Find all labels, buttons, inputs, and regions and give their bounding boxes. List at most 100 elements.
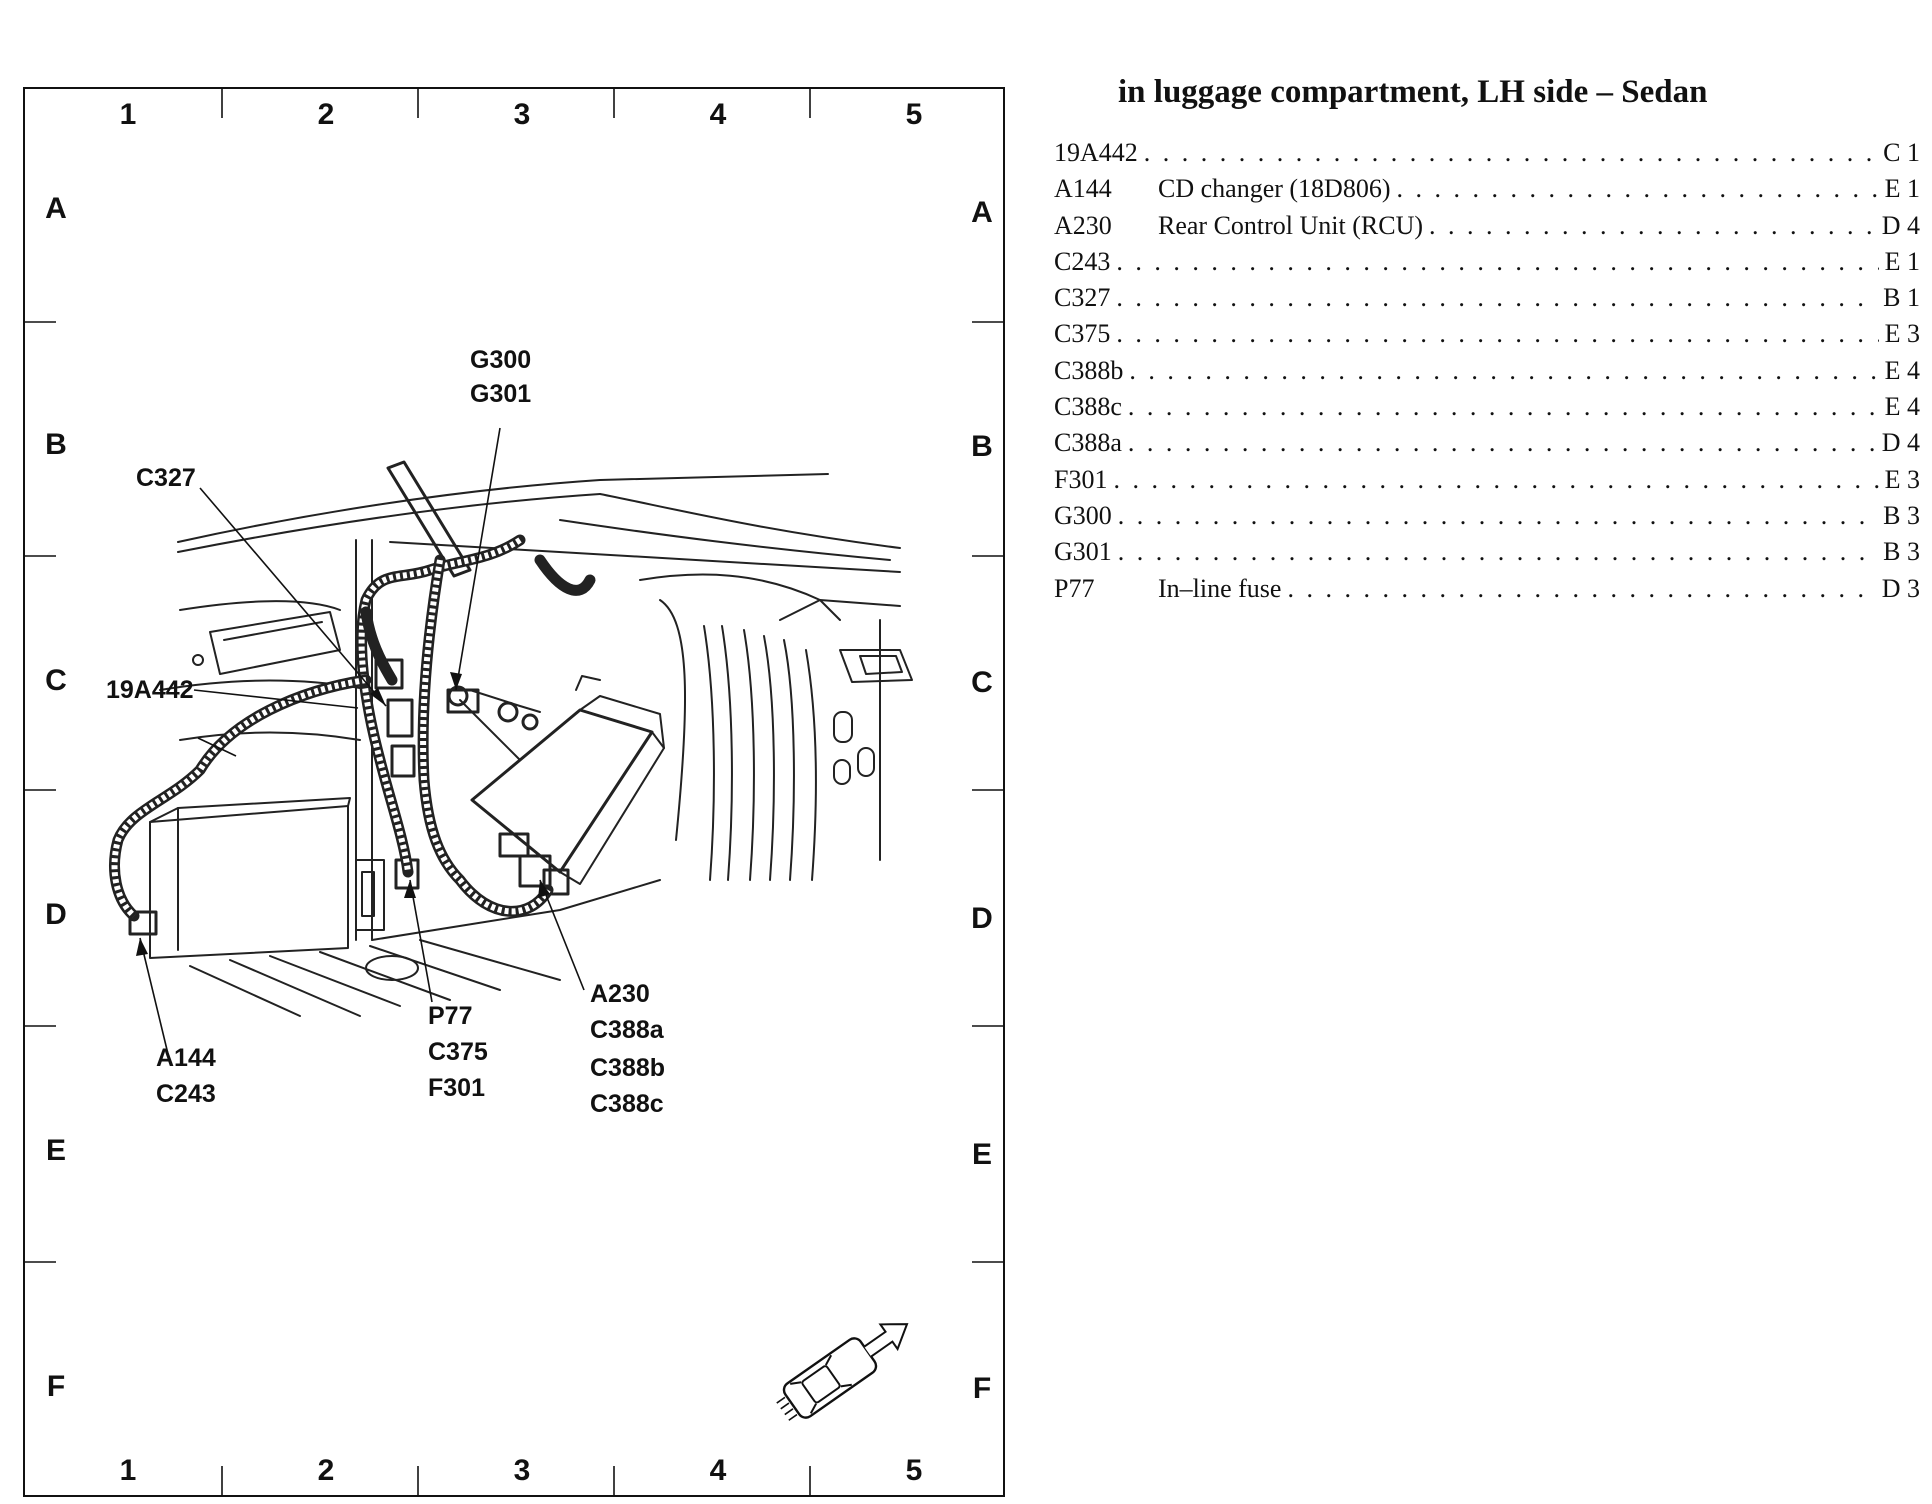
callout-p77: P77 (428, 1002, 472, 1030)
dot-leader (1116, 247, 1878, 277)
column-number-top: 4 (710, 98, 727, 131)
index-grid-location: E 4 (1884, 392, 1920, 422)
column-number-bottom: 1 (120, 1454, 137, 1487)
row-letter-left: A (45, 192, 67, 225)
callout-a230: A230 (590, 980, 650, 1008)
dot-leader (1116, 319, 1878, 349)
index-grid-location: D 4 (1881, 210, 1920, 240)
dot-leader (1129, 356, 1878, 386)
index-row: C375 E 3 (1054, 319, 1920, 355)
index-code: C375 (1054, 319, 1111, 349)
dot-leader (1128, 392, 1879, 422)
leader-arrowheads (136, 672, 550, 956)
callout-leaders (139, 427, 585, 1055)
callout-a144: A144 (156, 1044, 216, 1072)
luggage-compartment-illustration (128, 460, 913, 1017)
row-letter-right: B (971, 430, 993, 463)
dot-leader (1116, 283, 1877, 313)
column-number-top: 3 (514, 98, 531, 131)
index-code: C388c (1054, 392, 1122, 422)
row-letter-left: D (45, 898, 67, 931)
column-dividers (221, 88, 811, 1496)
callout-f301: F301 (428, 1074, 485, 1102)
column-number-top: 1 (120, 98, 137, 131)
index-row: G301 B 3 (1054, 537, 1920, 573)
callout-19a442: 19A442 (106, 676, 194, 704)
index-row: C388b E 4 (1054, 356, 1920, 392)
callout-c375: C375 (428, 1038, 488, 1066)
row-letter-right: F (973, 1372, 991, 1405)
index-row: A230 Rear Control Unit (RCU) D 4 (1054, 211, 1920, 247)
index-code: 19A442 (1054, 138, 1138, 167)
index-grid-location: B 3 (1883, 537, 1920, 567)
index-code: A144 (1054, 174, 1112, 204)
index-row: G300 B 3 (1054, 501, 1920, 537)
index-list: 19A442 C 1 A144 CD changer (18D806) E 1 A230 R… (1054, 138, 1920, 610)
index-row: P77 In–line fuse D 3 (1054, 574, 1920, 610)
index-description: Rear Control Unit (RCU) (1158, 210, 1424, 240)
index-grid-location: E 3 (1884, 319, 1920, 349)
index-row: C388c E 4 (1054, 392, 1920, 428)
row-letter-right: C (971, 666, 993, 699)
index-row: A144 CD changer (18D806) E 1 (1054, 174, 1920, 210)
column-number-top: 2 (318, 98, 335, 131)
index-row: C327 B 1 (1054, 283, 1920, 319)
row-letter-right: D (971, 902, 993, 935)
index-grid-location: D 3 (1881, 573, 1920, 603)
callout-c327: C327 (136, 464, 196, 492)
index-grid-location: E 3 (1884, 464, 1920, 494)
callout-c388b: C388b (590, 1054, 665, 1082)
column-number-top: 5 (906, 98, 923, 131)
index-code: A230 (1054, 210, 1112, 240)
dot-leader (1287, 574, 1875, 604)
wiring-harness (109, 534, 596, 922)
index-code: G301 (1054, 537, 1112, 567)
column-number-bottom: 4 (710, 1454, 727, 1487)
index-code: C243 (1054, 246, 1111, 276)
index-code: C388a (1054, 428, 1122, 458)
index-code: C388b (1054, 355, 1124, 385)
callout-c388c: C388c (590, 1090, 664, 1118)
index-grid-location: E 1 (1884, 174, 1920, 204)
index-code: C327 (1054, 283, 1111, 313)
index-description: CD changer (18D806) (1158, 174, 1391, 204)
dot-leader (1128, 428, 1876, 458)
dot-leader (1397, 174, 1879, 204)
row-letter-right: A (971, 196, 993, 229)
index-code: P77 (1054, 573, 1095, 603)
index-grid-location: D 4 (1881, 428, 1920, 458)
vehicle-front-arrow-icon (776, 1323, 909, 1421)
index-grid-location: B 3 (1883, 500, 1920, 530)
row-letter-left: F (47, 1370, 65, 1403)
index-title: in luggage compartment, LH side – Sedan (1118, 74, 1708, 110)
column-number-bottom: 2 (318, 1454, 335, 1487)
row-dividers (24, 321, 1004, 1263)
callout-g301: G301 (470, 380, 531, 408)
index-grid-location: E 4 (1884, 355, 1920, 385)
index-description: In–line fuse (1158, 573, 1282, 603)
dot-leader (1118, 501, 1877, 531)
index-row: 19A442 C 1 (1054, 138, 1920, 174)
dot-leader (1113, 465, 1878, 495)
diagram-canvas: 1 2 3 4 5 1 2 3 4 5 A B C D E F A B C D … (23, 87, 1005, 1497)
row-letter-right: E (972, 1138, 992, 1171)
index-code: F301 (1054, 464, 1108, 494)
index-code: G300 (1054, 500, 1112, 530)
locator-diagram: 1 2 3 4 5 1 2 3 4 5 A B C D E F A B C D … (23, 87, 1005, 1497)
index-row: C388a D 4 (1054, 428, 1920, 464)
column-number-bottom: 5 (906, 1454, 923, 1487)
dot-leader (1429, 211, 1876, 241)
row-letter-left: B (45, 428, 67, 461)
index-grid-location: E 1 (1884, 246, 1920, 276)
callout-g300: G300 (470, 346, 531, 374)
callout-c243: C243 (156, 1080, 216, 1108)
row-letter-left: C (45, 664, 67, 697)
callout-c388a: C388a (590, 1016, 665, 1044)
index-row: C243 E 1 (1054, 247, 1920, 283)
column-number-bottom: 3 (514, 1454, 531, 1487)
dot-leader (1144, 138, 1877, 168)
index-grid-location: C 1 (1883, 138, 1920, 167)
row-letter-left: E (46, 1134, 66, 1167)
diagram-frame (23, 87, 1005, 1497)
index-grid-location: B 1 (1883, 283, 1920, 313)
